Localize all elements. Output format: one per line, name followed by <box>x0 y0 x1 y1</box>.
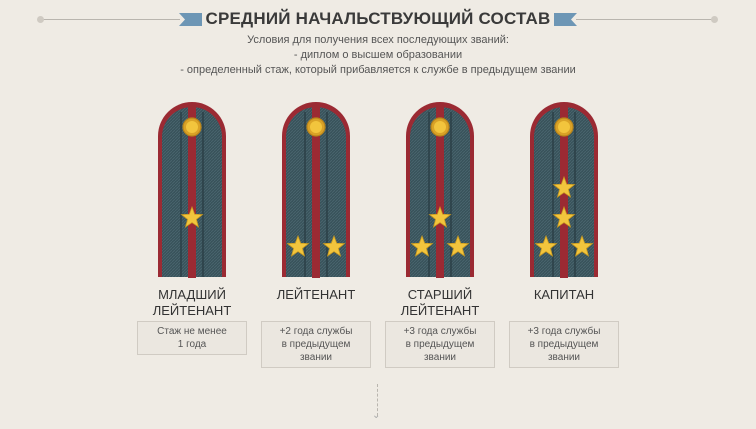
rank-name-line: КАПИТАН <box>533 287 595 302</box>
rank-card: ЛЕЙТЕНАНТ +2 года службы в предыдущем зв… <box>256 100 376 368</box>
rule-end-dot-left <box>37 16 44 23</box>
shoulder-strap-icon <box>282 102 350 278</box>
condition-line: 1 года <box>177 339 207 350</box>
subtitle-line: - диплом о высшем образовании <box>293 49 463 61</box>
star-icon <box>446 234 470 257</box>
condition-line: +2 года службы <box>279 326 353 337</box>
condition-box: Стаж не менее 1 года <box>137 321 247 355</box>
condition-line: в предыдущем <box>281 339 351 350</box>
star-icon <box>410 234 434 257</box>
condition-box: +2 года службы в предыдущем звании <box>261 321 371 368</box>
rank-name-line: СТАРШИЙ <box>407 287 473 302</box>
ribbon-left-icon <box>179 13 202 26</box>
rank-card: КАПИТАН +3 года службы в предыдущем зван… <box>504 100 624 368</box>
star-icon <box>180 205 204 228</box>
condition-line: звании <box>423 352 457 363</box>
star-icon <box>552 205 576 228</box>
shoulder-strap-icon <box>530 102 598 278</box>
star-icon <box>534 234 558 257</box>
rank-name: МЛАДШИЙ ЛЕЙТЕНАНТ <box>132 287 252 321</box>
subtitle-line: Условия для получения всех последующих з… <box>247 34 509 46</box>
rank-name: КАПИТАН <box>504 287 624 321</box>
condition-line: звании <box>299 352 333 363</box>
header-rule-left <box>40 19 180 20</box>
condition-line: в предыдущем <box>529 339 599 350</box>
rank-name: СТАРШИЙ ЛЕЙТЕНАНТ <box>380 287 500 321</box>
ribbon-right-icon <box>554 13 577 26</box>
condition-box: +3 года службы в предыдущем звании <box>385 321 495 368</box>
shoulder-strap-icon <box>158 102 226 278</box>
connector-line <box>377 384 378 416</box>
rank-name-line: ЛЕЙТЕНАНТ <box>276 287 356 302</box>
rank-card: СТАРШИЙ ЛЕЙТЕНАНТ +3 года службы в преды… <box>380 100 500 368</box>
rank-card: МЛАДШИЙ ЛЕЙТЕНАНТ Стаж не менее 1 года <box>132 100 252 355</box>
condition-line: +3 года службы <box>527 326 601 337</box>
subtitle-line: - определенный стаж, который прибавляетс… <box>180 64 576 76</box>
rank-name-line: МЛАДШИЙ <box>158 287 226 302</box>
star-icon <box>286 234 310 257</box>
condition-line: +3 года службы <box>403 326 477 337</box>
star-icon <box>322 234 346 257</box>
rank-name-line: ЛЕЙТЕНАНТ <box>152 303 232 318</box>
condition-line: Стаж не менее <box>157 326 227 337</box>
header-rule-right <box>576 19 714 20</box>
star-icon <box>552 175 576 198</box>
chevron-down-icon: ⌄ <box>372 410 381 421</box>
condition-line: звании <box>547 352 581 363</box>
rule-end-dot-right <box>711 16 718 23</box>
star-icon <box>570 234 594 257</box>
page-title: СРЕДНИЙ НАЧАЛЬСТВУЮЩИЙ СОСТАВ <box>205 9 551 28</box>
condition-box: +3 года службы в предыдущем звании <box>509 321 619 368</box>
rank-name: ЛЕЙТЕНАНТ <box>256 287 376 321</box>
rank-name-line: ЛЕЙТЕНАНТ <box>400 303 480 318</box>
star-icon <box>428 205 452 228</box>
condition-line: в предыдущем <box>405 339 475 350</box>
shoulder-strap-icon <box>406 102 474 278</box>
subtitle: Условия для получения всех последующих з… <box>100 33 656 78</box>
